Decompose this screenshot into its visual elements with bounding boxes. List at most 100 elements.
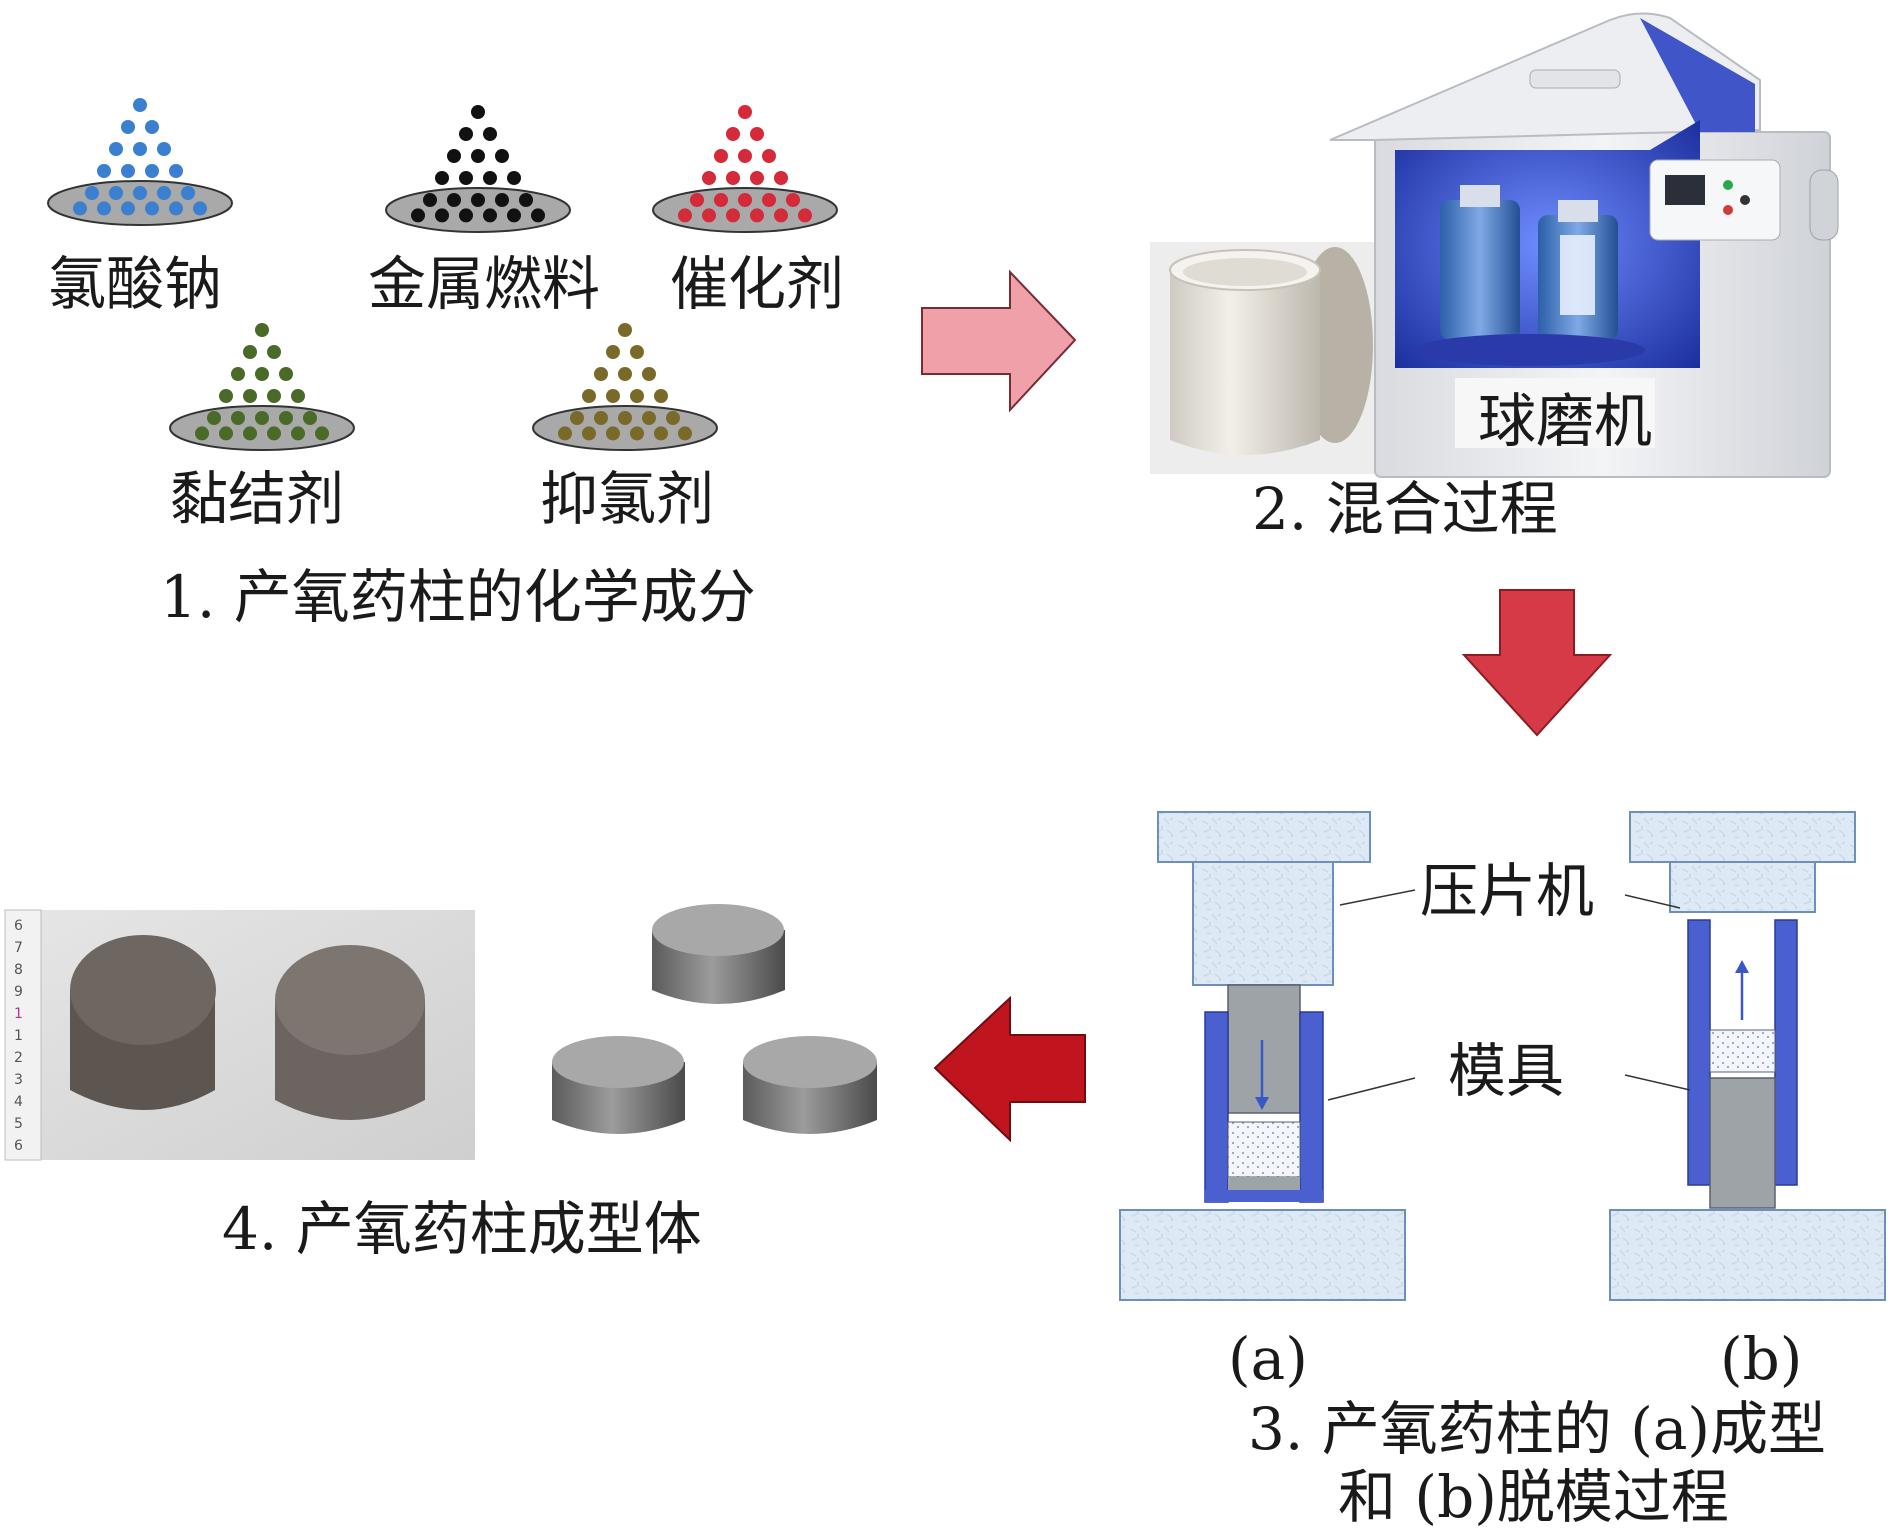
powder-grain bbox=[762, 193, 776, 207]
panel-a-label: (a) bbox=[1228, 1325, 1308, 1393]
powder-grain bbox=[798, 208, 812, 223]
powder-grain bbox=[654, 389, 668, 403]
powder-grain bbox=[423, 193, 437, 207]
powder-grain bbox=[558, 426, 572, 441]
svg-text:2: 2 bbox=[14, 1050, 23, 1066]
powder-grain bbox=[219, 426, 233, 441]
arrow-right-icon bbox=[921, 269, 1077, 413]
svg-text:7: 7 bbox=[14, 940, 23, 956]
svg-text:1: 1 bbox=[14, 1006, 23, 1022]
powder-grain bbox=[435, 171, 449, 185]
powder-grain bbox=[219, 389, 233, 403]
powder-grain bbox=[594, 367, 608, 381]
powder-grain bbox=[303, 411, 317, 425]
powder-grain bbox=[714, 193, 728, 207]
powder-grain bbox=[618, 367, 632, 381]
powder-grain bbox=[73, 201, 87, 216]
powder-grain bbox=[133, 98, 147, 112]
press-diagram-a bbox=[1119, 811, 1416, 1301]
powder-grain bbox=[531, 208, 545, 223]
component-label-catalyst: 催化剂 bbox=[670, 250, 845, 318]
powder-grain bbox=[630, 426, 644, 441]
powder-grain bbox=[726, 208, 740, 223]
powder-grain bbox=[109, 186, 123, 200]
powder-grain bbox=[618, 411, 632, 425]
powder-grain bbox=[606, 345, 620, 359]
powder-grain bbox=[157, 186, 171, 200]
powder-grain bbox=[97, 164, 111, 178]
powder-grain bbox=[133, 142, 147, 156]
powder-grain bbox=[291, 389, 305, 403]
powder-grain bbox=[121, 120, 135, 134]
powder-grain bbox=[121, 164, 135, 178]
powder-grain bbox=[133, 186, 147, 200]
powder-grain bbox=[738, 149, 752, 163]
powder-grain bbox=[738, 105, 752, 119]
powder-grain bbox=[738, 193, 752, 207]
powder-grain bbox=[762, 149, 776, 163]
powder-grain bbox=[678, 208, 692, 223]
powder-grain bbox=[483, 127, 497, 141]
powder-grain bbox=[267, 389, 281, 403]
powder-grain bbox=[169, 201, 183, 216]
powder-grain bbox=[630, 345, 644, 359]
powder-grain bbox=[483, 208, 497, 223]
powder-pile-sodium-chlorate bbox=[47, 98, 233, 226]
powder-grain bbox=[447, 149, 461, 163]
powder-grain bbox=[181, 186, 195, 200]
powder-grain bbox=[630, 389, 644, 403]
powder-grain bbox=[145, 201, 159, 216]
powder-grain bbox=[279, 411, 293, 425]
svg-text:4: 4 bbox=[14, 1094, 23, 1110]
powder-grain bbox=[207, 411, 221, 425]
powder-grain bbox=[678, 426, 692, 441]
powder-grain bbox=[411, 208, 425, 223]
powder-grain bbox=[786, 193, 800, 207]
powder-grain bbox=[750, 171, 764, 185]
powder-grain bbox=[243, 345, 257, 359]
powder-grain bbox=[726, 127, 740, 141]
powder-grain bbox=[267, 426, 281, 441]
powder-grain bbox=[471, 149, 485, 163]
powder-grain bbox=[594, 411, 608, 425]
press-label: 压片机 bbox=[1420, 857, 1595, 925]
powder-grain bbox=[702, 171, 716, 185]
powder-grain bbox=[507, 208, 521, 223]
powder-grain bbox=[459, 127, 473, 141]
powder-grain bbox=[483, 171, 497, 185]
powder-grain bbox=[774, 208, 788, 223]
powder-grain bbox=[255, 323, 269, 337]
powder-grain bbox=[447, 193, 461, 207]
component-label-chlorine-inhibitor: 抑氯剂 bbox=[540, 465, 715, 533]
powder-grain bbox=[145, 120, 159, 134]
powder-grain bbox=[145, 164, 159, 178]
powder-grain bbox=[774, 171, 788, 185]
powder-grain bbox=[582, 426, 596, 441]
step3-caption-line1: 3. 产氧药柱的 (a)成型 bbox=[1248, 1395, 1827, 1463]
powder-grain bbox=[121, 201, 135, 216]
powder-grain bbox=[570, 411, 584, 425]
powder-grain bbox=[750, 127, 764, 141]
svg-text:3: 3 bbox=[14, 1072, 23, 1088]
powder-pile-binder bbox=[169, 323, 355, 451]
powder-pile-catalyst bbox=[652, 105, 838, 233]
powder-grain bbox=[507, 171, 521, 185]
arrow-down-icon bbox=[1461, 589, 1613, 737]
powder-grain bbox=[157, 142, 171, 156]
powder-grain bbox=[654, 426, 668, 441]
powder-grain bbox=[642, 367, 656, 381]
powder-grain bbox=[97, 201, 111, 216]
ball-mill-image bbox=[1150, 12, 1839, 478]
component-label-binder: 黏结剂 bbox=[170, 465, 345, 533]
powder-grain bbox=[231, 411, 245, 425]
powder-grain bbox=[231, 367, 245, 381]
component-label-metal-fuel: 金属燃料 bbox=[368, 250, 601, 318]
powder-grain bbox=[255, 367, 269, 381]
powder-grain bbox=[519, 193, 533, 207]
powder-grain bbox=[255, 411, 269, 425]
step3-caption-line2: 和 (b)脱模过程 bbox=[1338, 1463, 1729, 1531]
powder-pile-chlorine-inhibitor bbox=[532, 323, 718, 451]
svg-text:6: 6 bbox=[14, 1138, 23, 1154]
powder-grain bbox=[471, 193, 485, 207]
powder-grain bbox=[750, 208, 764, 223]
